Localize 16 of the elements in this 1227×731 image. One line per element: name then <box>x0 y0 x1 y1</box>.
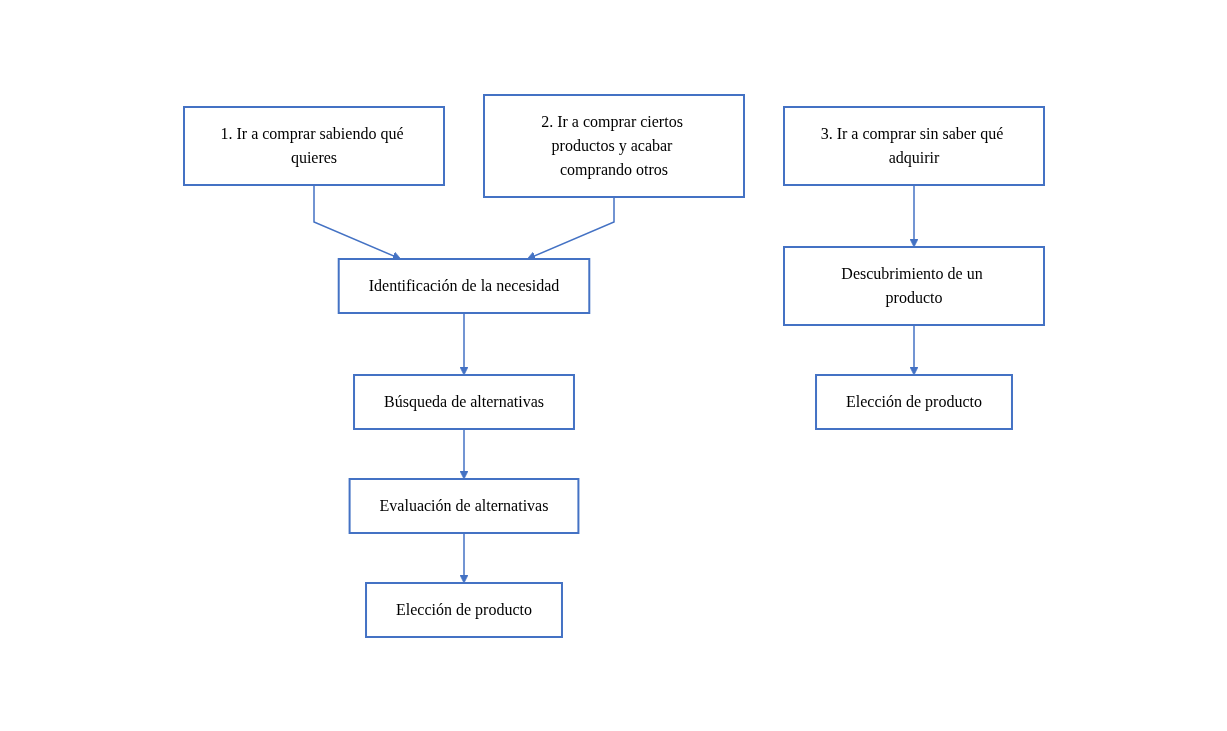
arrow <box>909 323 918 375</box>
node-box: Elección de producto <box>814 373 1013 430</box>
arrow <box>459 531 468 583</box>
arrow <box>312 183 401 260</box>
arrow <box>909 183 918 247</box>
node-box: Elección de producto <box>364 581 563 638</box>
node-box: Identificación de la necesidad <box>337 257 590 314</box>
arrow <box>526 195 615 260</box>
node-box: Evaluación de alternativas <box>348 477 579 534</box>
node-box: Búsqueda de alternativas <box>352 373 575 430</box>
arrow <box>459 427 468 479</box>
node-box: Descubrimiento de un producto <box>782 245 1045 326</box>
node-box: 2. Ir a comprar ciertos productos y acabar comprando otros <box>482 93 745 198</box>
arrow <box>459 311 468 375</box>
node-box: 3. Ir a comprar sin saber qué adquirir <box>782 105 1045 186</box>
node-box: 1. Ir a comprar sabiendo qué quieres <box>182 105 445 186</box>
